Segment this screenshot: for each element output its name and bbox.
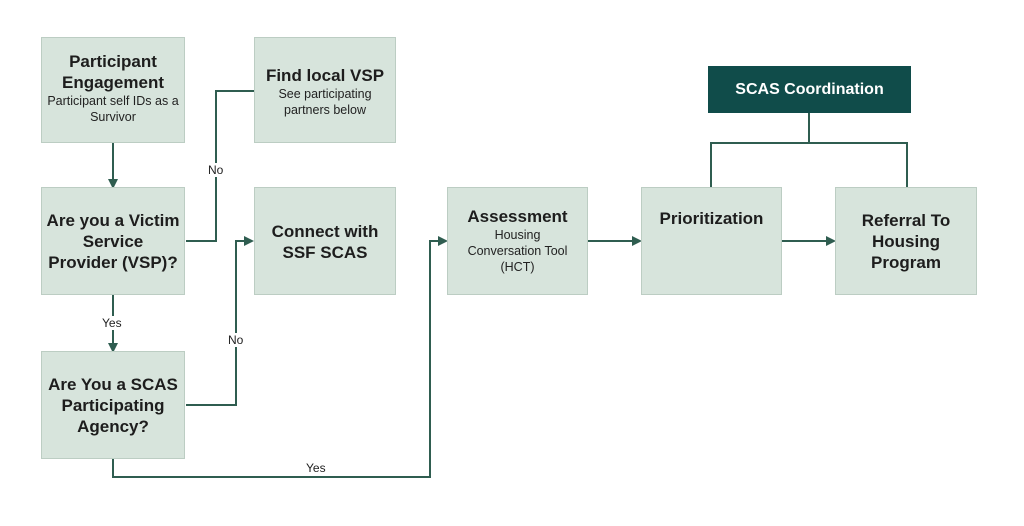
node-title: Find local VSP xyxy=(265,66,385,85)
edge-label-vsp-no: No xyxy=(206,163,226,177)
node-subtitle: Housing Conversation Tool (HCT) xyxy=(467,228,568,274)
referral-node: Referral To Housing Program xyxy=(835,187,977,295)
node-title: Participant Engagement xyxy=(61,52,165,92)
node-title: Connect with SSF SCAS xyxy=(271,222,379,262)
edge-agency-no-to-connect xyxy=(186,236,254,406)
node-subtitle: Participant self IDs as a Survivor xyxy=(47,94,179,124)
connect-ssf-scas-node: Connect with SSF SCAS xyxy=(254,187,396,295)
edge-coordination-links xyxy=(710,113,908,187)
edge-label-vsp-yes: Yes xyxy=(100,316,124,330)
scas-coordination-node: SCAS Coordination xyxy=(708,66,911,113)
find-local-vsp-node: Find local VSP See participating partner… xyxy=(254,37,396,143)
assessment-node: Assessment Housing Conversation Tool (HC… xyxy=(447,187,588,295)
node-title: Assessment xyxy=(467,207,568,226)
node-title: Are you a Victim Service Provider (VSP)? xyxy=(46,210,180,272)
are-you-vsp-node: Are you a Victim Service Provider (VSP)? xyxy=(41,187,185,295)
edge-label-agency-yes: Yes xyxy=(304,461,328,475)
edge-label-agency-no: No xyxy=(226,333,246,347)
node-title: Are You a SCAS Participating Agency? xyxy=(48,374,178,436)
edge-agency-yes-to-assessment xyxy=(112,236,448,478)
node-title: SCAS Coordination xyxy=(735,81,884,98)
node-title: Prioritization xyxy=(659,209,764,228)
participant-engagement-node: Participant Engagement Participant self … xyxy=(41,37,185,143)
are-you-scas-agency-node: Are You a SCAS Participating Agency? xyxy=(41,351,185,459)
prioritization-node: Prioritization xyxy=(641,187,782,295)
node-title: Referral To Housing Program xyxy=(861,210,951,272)
node-subtitle: See participating partners below xyxy=(278,87,372,117)
